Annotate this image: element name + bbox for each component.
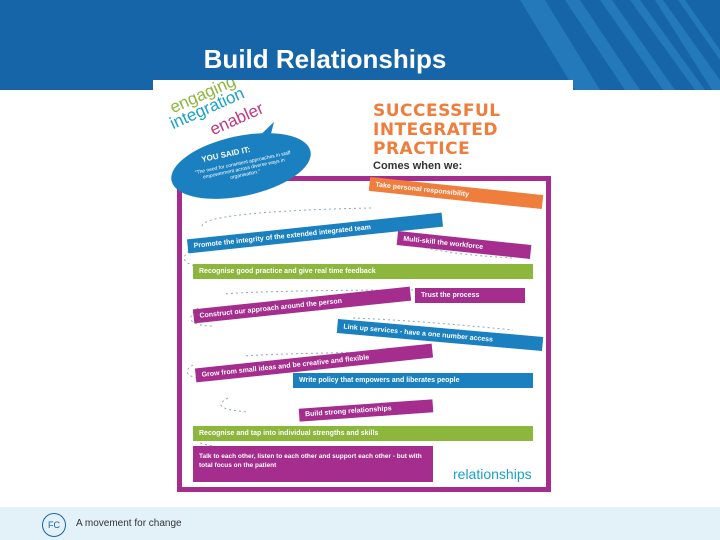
slide-title: Build Relationships xyxy=(203,44,447,74)
headline-line: SUCCESSFUL xyxy=(373,101,501,121)
headline-line: PRACTICE xyxy=(373,139,471,159)
poster-headline: SUCCESSFUL INTEGRATED PRACTICE xyxy=(373,102,501,159)
practice-poster: engaging integration enabler SUCCESSFUL … xyxy=(153,80,573,505)
poster-frame xyxy=(177,176,551,492)
fc-logo-icon: FC xyxy=(42,513,66,537)
step-trust-process: Trust the process xyxy=(415,288,525,303)
footer-tagline: A movement for change xyxy=(76,518,182,529)
step-write-policy: Write policy that empowers and liberates… xyxy=(293,373,533,388)
header-stripes xyxy=(520,0,720,90)
poster-subline: Comes when we: xyxy=(373,160,463,172)
headline-line: INTEGRATED xyxy=(373,120,498,140)
step-individual-strengths: Recognise and tap into individual streng… xyxy=(193,426,533,441)
header-band: Build Relationships xyxy=(0,0,720,90)
step-good-practice: Recognise good practice and give real ti… xyxy=(193,264,533,279)
relationships-word: relationships xyxy=(453,466,532,482)
footer-bar xyxy=(0,507,720,540)
step-talk-listen: Talk to each other, listen to each other… xyxy=(193,446,433,482)
